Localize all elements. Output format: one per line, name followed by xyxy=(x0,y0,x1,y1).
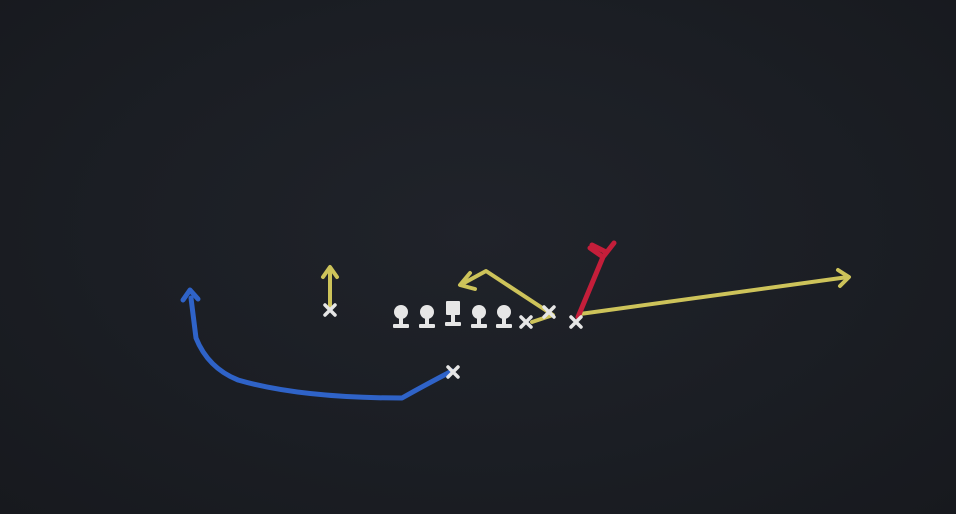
center-icon xyxy=(445,301,461,326)
x-marker-icon xyxy=(323,303,337,317)
x-marker-icon xyxy=(519,315,533,329)
x-marker-icon xyxy=(446,365,460,379)
x-marker-icon xyxy=(569,315,583,329)
flanker-go-route xyxy=(578,275,850,316)
skill-players xyxy=(323,303,583,379)
tight-end-angle-route xyxy=(462,269,555,324)
back-wheel-route xyxy=(188,295,455,401)
lineman-icon xyxy=(393,305,409,328)
lineman-icon xyxy=(471,305,487,328)
arrow-head-icon xyxy=(458,271,477,291)
arrow-head-icon xyxy=(836,268,851,288)
arrow-head-icon xyxy=(321,265,339,279)
lineman-icon xyxy=(496,305,512,328)
block-kickout-route xyxy=(575,240,617,320)
block-bar-icon xyxy=(589,242,609,255)
x-marker-icon xyxy=(542,305,556,319)
lineman-icon xyxy=(419,305,435,328)
arrow-head-icon xyxy=(180,287,201,303)
offensive-line xyxy=(393,301,512,328)
